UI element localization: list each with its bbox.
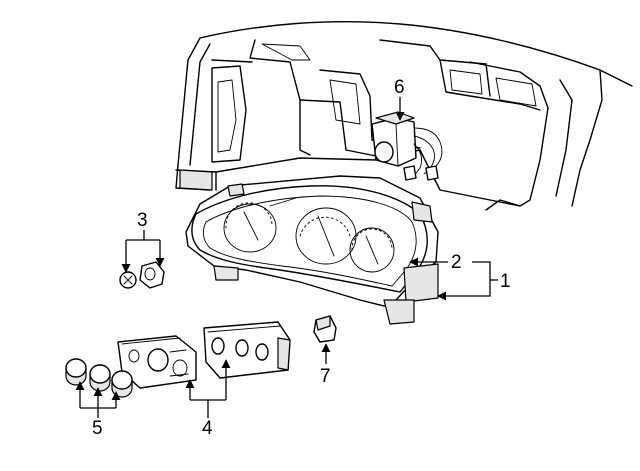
mounting-clip — [313, 315, 337, 343]
instrument-cluster — [185, 175, 439, 325]
callout-6: 6 — [394, 77, 405, 98]
callout-3: 3 — [137, 210, 148, 231]
callout-2: 2 — [451, 252, 462, 273]
callout-4: 4 — [202, 418, 213, 439]
bulb-socket-pair — [119, 261, 165, 289]
callout-7: 7 — [320, 366, 331, 387]
callout-1: 1 — [500, 271, 511, 292]
callout-5: 5 — [92, 418, 103, 439]
leader-lines — [75, 97, 498, 418]
knob-set — [65, 358, 133, 398]
control-panels — [117, 321, 291, 389]
switch-assembly — [371, 111, 443, 181]
